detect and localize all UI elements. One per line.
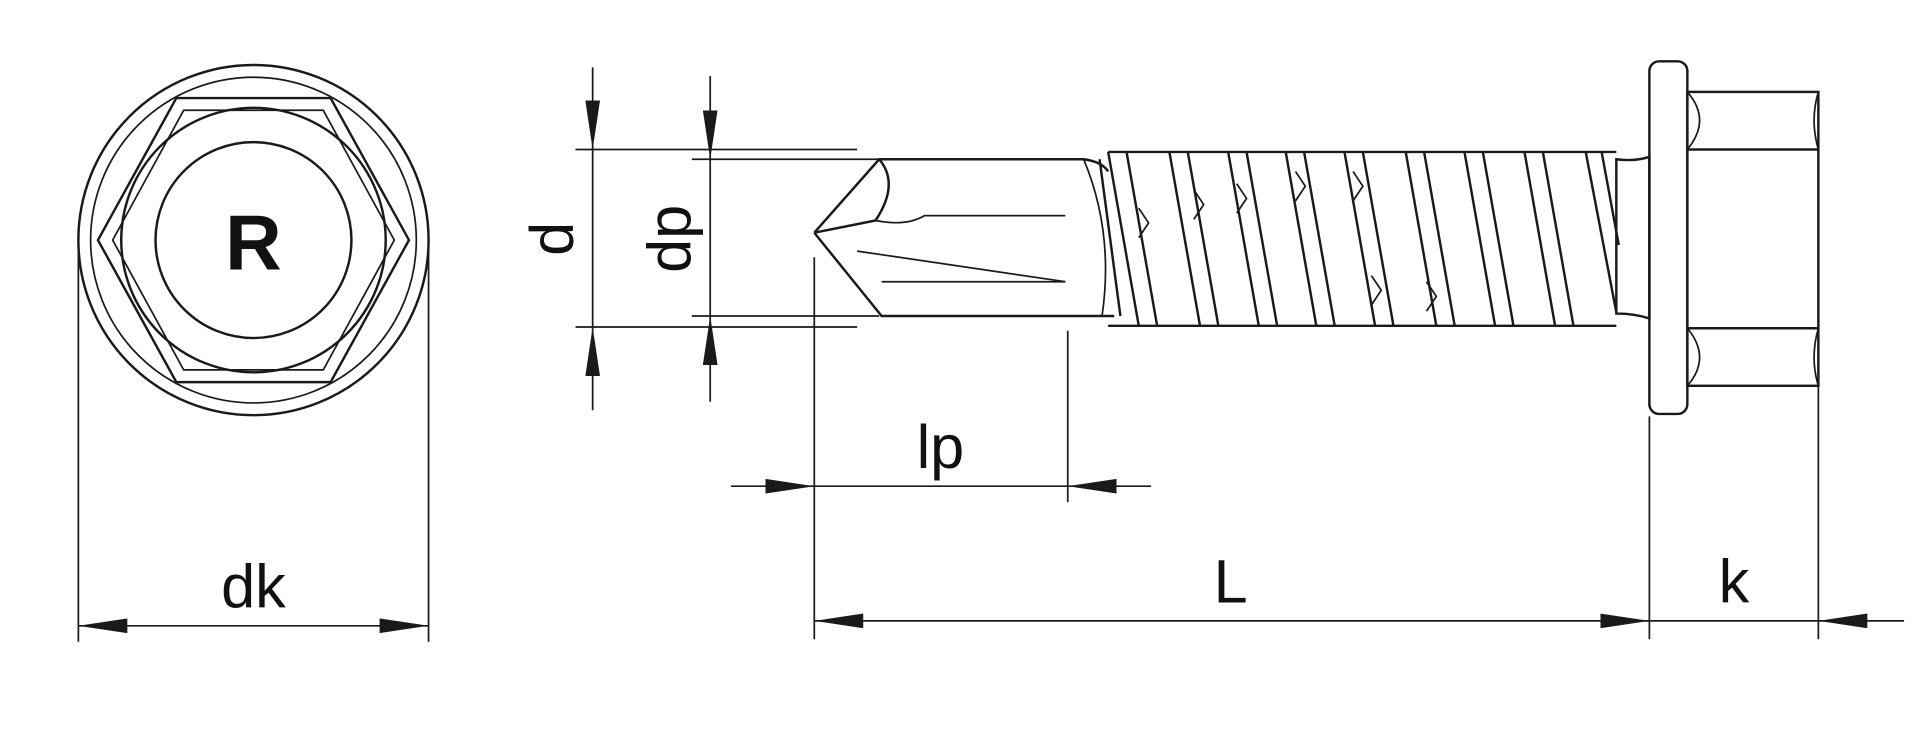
head-marking: R [225,198,282,286]
L-dimension: L [814,416,1651,640]
dp-dimension: dp [636,76,880,402]
d-label: d [518,222,586,256]
k-label: k [1719,548,1750,616]
dp-label: dp [636,205,704,273]
head-top-view: R [77,63,430,417]
L-label: L [1214,548,1248,616]
lp-dimension: lp [731,257,1152,640]
d-dimension: d [518,67,858,411]
screw-side-view [813,60,1820,416]
lp-label: lp [917,413,965,481]
dk-label: dk [221,552,286,620]
k-dimension: k [1649,385,1905,640]
dk-dimension: dk [77,244,430,642]
